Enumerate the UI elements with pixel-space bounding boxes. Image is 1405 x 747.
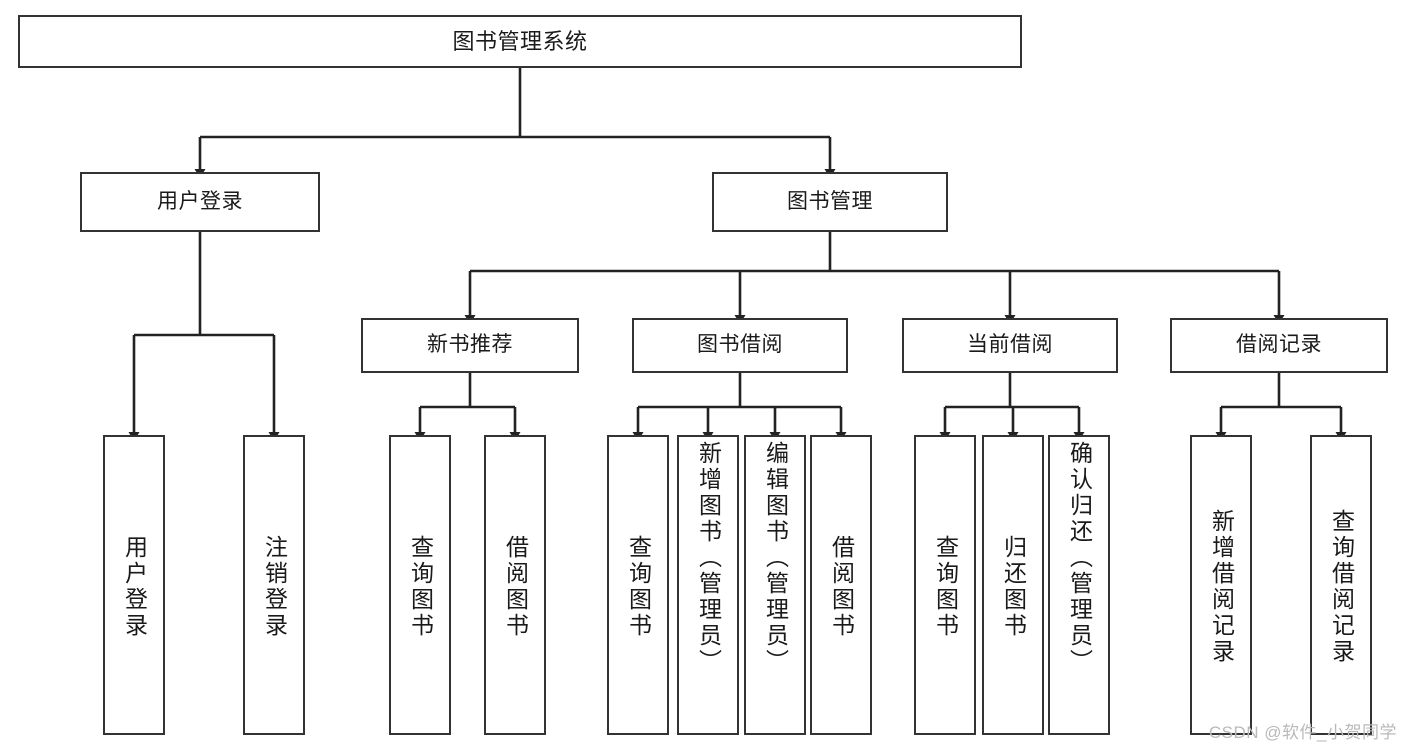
node-label: 当前借阅 — [967, 333, 1053, 357]
node-label: 图书借阅 — [697, 333, 783, 357]
node-root[interactable]: 图书管理系统 — [18, 15, 1022, 68]
node-label: 确认归还（管理员） — [1066, 441, 1093, 675]
node-label: 查询借阅记录 — [1328, 509, 1355, 665]
node-label: 新增借阅记录 — [1208, 509, 1235, 665]
node-records[interactable]: 借阅记录 — [1170, 318, 1388, 373]
node-label: 图书管理系统 — [452, 28, 588, 54]
edges — [128, 68, 1347, 441]
node-label: 查询图书 — [625, 535, 652, 639]
node-userlogin[interactable]: 用户登录 — [103, 435, 165, 735]
node-cb-query[interactable]: 查询图书 — [914, 435, 976, 735]
node-login[interactable]: 用户登录 — [80, 172, 320, 232]
node-rc-add[interactable]: 新增借阅记录 — [1190, 435, 1252, 735]
node-label: 新书推荐 — [427, 333, 513, 357]
node-cb-confirm[interactable]: 确认归还（管理员） — [1048, 435, 1110, 735]
node-nb-query[interactable]: 查询图书 — [389, 435, 451, 735]
node-label: 查询图书 — [407, 535, 434, 639]
node-label: 归还图书 — [1000, 535, 1027, 639]
node-current[interactable]: 当前借阅 — [902, 318, 1118, 373]
node-cb-return[interactable]: 归还图书 — [982, 435, 1044, 735]
node-label: 注销登录 — [261, 535, 288, 639]
node-borrow[interactable]: 图书借阅 — [632, 318, 848, 373]
node-bw-borrow[interactable]: 借阅图书 — [810, 435, 872, 735]
node-label: 编辑图书（管理员） — [762, 441, 789, 675]
node-logout[interactable]: 注销登录 — [243, 435, 305, 735]
node-label: 用户登录 — [121, 535, 148, 639]
node-label: 图书管理 — [787, 189, 873, 213]
node-bookmgmt[interactable]: 图书管理 — [712, 172, 948, 232]
node-label: 借阅记录 — [1236, 333, 1322, 357]
node-newbooks[interactable]: 新书推荐 — [361, 318, 579, 373]
node-nb-borrow[interactable]: 借阅图书 — [484, 435, 546, 735]
node-label: 借阅图书 — [502, 535, 529, 639]
node-label: 用户登录 — [157, 189, 243, 213]
node-bw-query[interactable]: 查询图书 — [607, 435, 669, 735]
node-rc-query[interactable]: 查询借阅记录 — [1310, 435, 1372, 735]
node-label: 新增图书（管理员） — [695, 441, 722, 675]
node-label: 查询图书 — [932, 535, 959, 639]
node-label: 借阅图书 — [828, 535, 855, 639]
node-bw-add[interactable]: 新增图书（管理员） — [677, 435, 739, 735]
node-bw-edit[interactable]: 编辑图书（管理员） — [744, 435, 806, 735]
